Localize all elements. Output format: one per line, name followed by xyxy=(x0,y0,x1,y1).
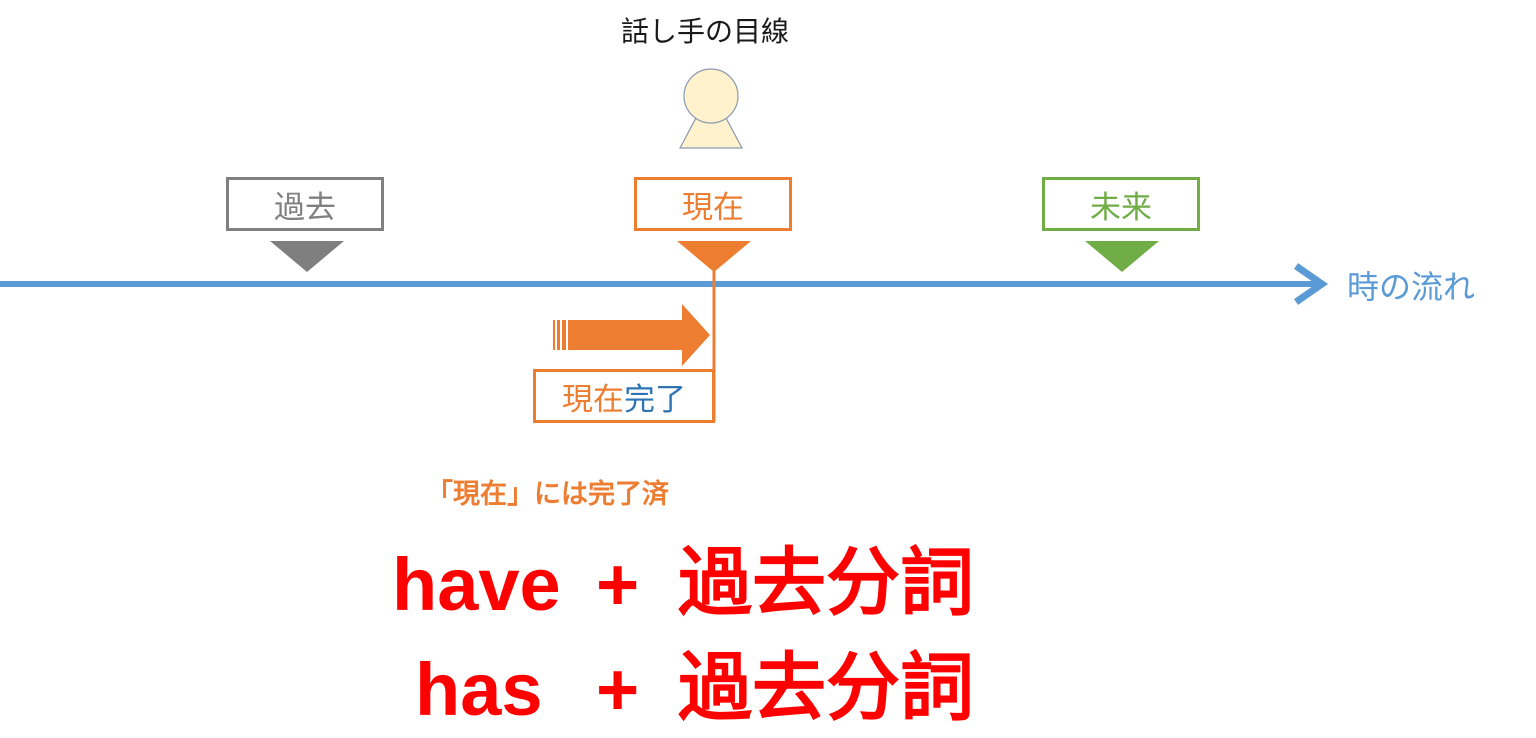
present-marker xyxy=(677,241,751,272)
time-flow-label: 時の流れ xyxy=(1347,268,1476,306)
speaker-viewpoint-title: 話し手の目線 xyxy=(620,15,789,48)
formula-have-subject: have xyxy=(392,543,561,626)
present-perfect-part-present: 現在 xyxy=(562,381,624,418)
formula-have-plus: + xyxy=(596,543,640,626)
person-icon xyxy=(679,68,743,149)
present-label: 現在 xyxy=(634,177,792,231)
future-label: 未来 xyxy=(1042,177,1200,231)
formula-has-participle: 過去分詞 xyxy=(678,646,974,729)
right-arrow-icon xyxy=(553,304,710,366)
past-marker xyxy=(270,241,344,272)
present-perfect-part-perfect: 完了 xyxy=(624,381,686,418)
present-perfect-label: 現在完了 xyxy=(533,369,715,423)
future-marker xyxy=(1085,241,1159,272)
time-axis-arrowhead xyxy=(1294,263,1329,305)
formula-have-participle: 過去分詞 xyxy=(678,541,974,624)
formula-has-subject: has xyxy=(415,648,543,731)
past-label: 過去 xyxy=(226,177,384,231)
completion-note: 「現在」には完了済 xyxy=(426,479,669,510)
formula-has-plus: + xyxy=(596,648,640,731)
